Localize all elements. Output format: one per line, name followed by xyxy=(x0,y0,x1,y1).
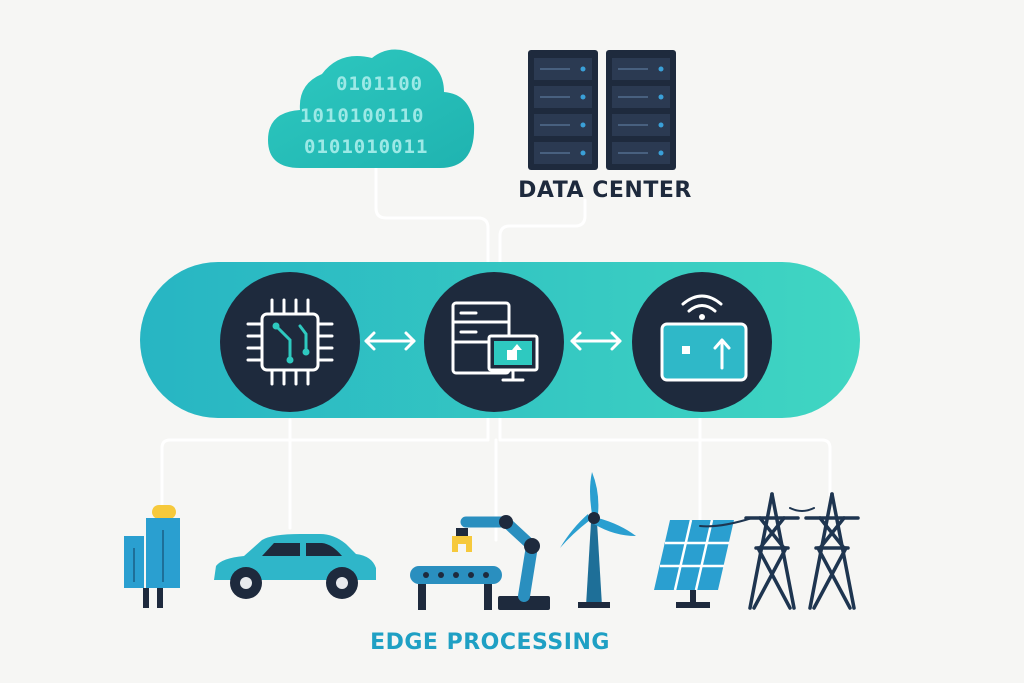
bidirectional-arrow-icon xyxy=(364,331,416,351)
data-center-label: DATA CENTER xyxy=(518,178,692,203)
processor-chip-node xyxy=(220,272,360,412)
wireless-tablet-icon xyxy=(660,294,748,382)
edge-processing-label: EDGE PROCESSING xyxy=(370,630,610,655)
server-rack-icon xyxy=(528,50,676,170)
chip-icon xyxy=(246,298,334,386)
transmission-tower-icon xyxy=(699,492,860,610)
bidirectional-arrow-icon-2 xyxy=(570,331,622,351)
robot-arm-conveyor-icon xyxy=(410,515,550,610)
solar-panel-icon xyxy=(654,519,734,608)
sensor-icon xyxy=(124,505,180,608)
binary-line-3: 0101010011 xyxy=(304,136,428,158)
binary-line-1: 0101100 xyxy=(336,73,423,95)
car-icon xyxy=(214,534,376,599)
binary-line-2: 1010100110 xyxy=(300,105,424,127)
connector-lines xyxy=(160,163,832,542)
edge-server-node xyxy=(424,272,564,412)
wireless-gateway-node xyxy=(632,272,772,412)
cloud-icon: 0101100 1010100110 0101010011 xyxy=(268,49,475,168)
wind-turbine-icon xyxy=(560,472,636,608)
